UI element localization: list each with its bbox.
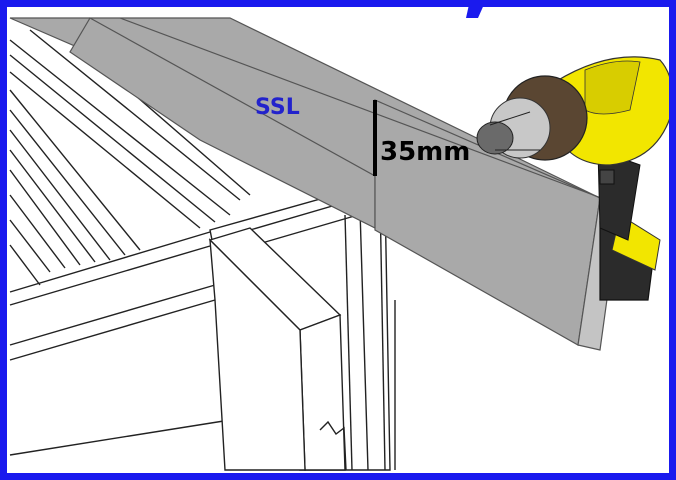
cordless-drill-icon (476, 56, 673, 301)
dimension-label: 35mm (380, 137, 470, 167)
slide-block (208, 227, 347, 471)
rail-side-face (69, 17, 376, 229)
ssl-rail (9, 17, 621, 351)
corner-mark (466, 0, 486, 18)
rail-label: SSL (255, 95, 300, 120)
